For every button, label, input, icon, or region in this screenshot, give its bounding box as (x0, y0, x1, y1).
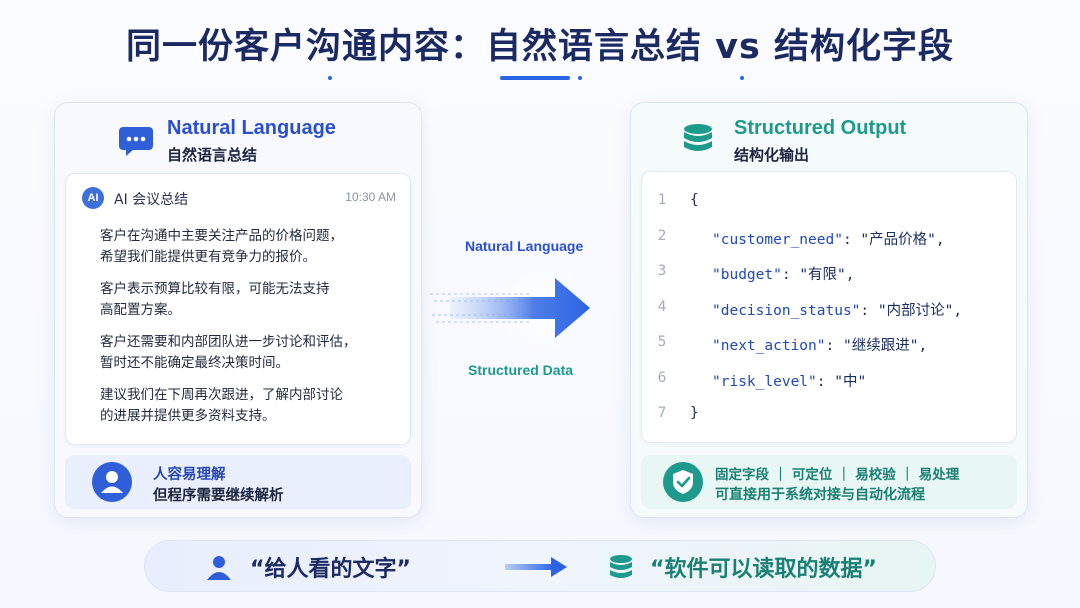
summary-pill: “给人看的文字” “软件可以读取的数据” (144, 540, 936, 592)
code-brace: } (690, 405, 699, 421)
summary-line: 希望我们能提供更有竞争力的报价。 (100, 249, 316, 265)
chat-bubble-icon (119, 127, 153, 156)
line-number: 5 (657, 334, 667, 350)
json-key: "decision_status" (712, 303, 861, 319)
json-value: "产品价格" (860, 232, 936, 248)
line-number: 6 (657, 370, 667, 386)
json-value: "内部讨论" (877, 303, 954, 319)
code-line: 6 "risk_level": "中" (657, 370, 867, 390)
structured-output-header: Structured Output 结构化输出 (631, 117, 1027, 167)
ai-summary-title: AI 会议总结 (114, 192, 189, 208)
code-line: 4 "decision_status": "内部讨论", (657, 299, 963, 319)
json-key: "risk_level" (712, 374, 817, 390)
json-value: "有限" (799, 267, 846, 283)
summary-line: 的进展并提供更多资料支持。 (100, 408, 276, 424)
arrow-label-bottom: Structured Data (468, 362, 574, 378)
natural-language-panel: Natural Language 自然语言总结 AI AI 会议总结 10:30… (54, 102, 422, 518)
line-number: 2 (657, 228, 667, 244)
title-decoration (328, 76, 332, 80)
code-line: 1 { (642, 192, 1016, 216)
json-key: "next_action" (712, 338, 826, 354)
summary-line: 客户表示预算比较有限，可能无法支持 (100, 281, 330, 297)
code-line: 7 } (642, 405, 1016, 429)
summary-line: 客户在沟通中主要关注产品的价格问题， (100, 228, 343, 244)
person-icon (92, 462, 132, 502)
summary-line: 建议我们在下周再次跟进，了解内部讨论 (100, 387, 343, 403)
person-icon (207, 556, 231, 580)
line-number: 4 (657, 299, 667, 315)
footer-line-1: 人容易理解 (153, 467, 226, 483)
line-number: 1 (657, 192, 667, 208)
arrow-right-icon (430, 270, 594, 360)
line-number: 3 (657, 263, 667, 279)
structured-output-panel: Structured Output 结构化输出 1 { 2 "customer_… (630, 102, 1028, 518)
json-value: "中" (834, 374, 867, 390)
title-decoration (740, 76, 744, 80)
database-icon (610, 555, 632, 578)
conversion-arrow: Natural Language Structured Data (430, 230, 620, 390)
json-key: "customer_need" (712, 232, 843, 248)
line-number: 7 (657, 405, 667, 421)
ai-summary-card: AI AI 会议总结 10:30 AM 客户在沟通中主要关注产品的价格问题， 希… (65, 173, 411, 445)
footer-line-1: 固定字段 ｜ 可定位 ｜ 易校验 ｜ 易处理 (715, 467, 960, 483)
structured-output-footer: 固定字段 ｜ 可定位 ｜ 易校验 ｜ 易处理 可直接用于系统对接与自动化流程 (641, 455, 1017, 509)
ai-summary-time: 10:30 AM (345, 190, 396, 204)
title-underline (500, 76, 570, 80)
summary-line: 高配置方案。 (100, 302, 181, 318)
footer-line-2: 但程序需要继续解析 (153, 488, 284, 504)
json-value: "继续跟进" (842, 338, 919, 354)
title-decoration (578, 76, 582, 80)
summary-paragraph: 建议我们在下周再次跟进，了解内部讨论 的进展并提供更多资料支持。 (100, 385, 400, 427)
natural-language-header: Natural Language 自然语言总结 (55, 117, 421, 167)
summary-line: 客户还需要和内部团队进一步讨论和评估， (100, 334, 357, 350)
summary-paragraph: 客户还需要和内部团队进一步讨论和评估， 暂时还不能确定最终决策时间。 (100, 332, 400, 374)
summary-paragraph: 客户表示预算比较有限，可能无法支持 高配置方案。 (100, 279, 400, 321)
structured-output-subtitle: 结构化输出 (734, 146, 810, 164)
code-line: 2 "customer_need": "产品价格", (657, 228, 945, 248)
json-key: "budget" (712, 267, 782, 283)
structured-output-title: Structured Output (734, 117, 907, 139)
human-text-label: “给人看的文字” (250, 557, 411, 582)
footer-line-2: 可直接用于系统对接与自动化流程 (715, 487, 925, 503)
arrow-right-icon (505, 557, 567, 577)
shield-check-icon (663, 462, 703, 502)
summary-line: 暂时还不能确定最终决策时间。 (100, 355, 289, 371)
natural-language-title: Natural Language (167, 117, 336, 139)
ai-badge: AI (82, 187, 104, 209)
code-line: 5 "next_action": "继续跟进", (657, 334, 928, 354)
json-code-card: 1 { 2 "customer_need": "产品价格", 3 "budget… (641, 171, 1017, 443)
code-brace: { (690, 192, 699, 208)
natural-language-footer: 人容易理解 但程序需要继续解析 (65, 455, 411, 509)
database-icon (684, 124, 712, 151)
natural-language-subtitle: 自然语言总结 (167, 146, 258, 164)
page-title: 同一份客户沟通内容：自然语言总结 vs 结构化字段 (125, 27, 955, 67)
arrow-label-top: Natural Language (465, 238, 584, 254)
code-line: 3 "budget": "有限", (657, 263, 855, 283)
summary-paragraph: 客户在沟通中主要关注产品的价格问题， 希望我们能提供更有竞争力的报价。 (100, 226, 400, 268)
machine-data-label: “软件可以读取的数据” (650, 557, 877, 582)
